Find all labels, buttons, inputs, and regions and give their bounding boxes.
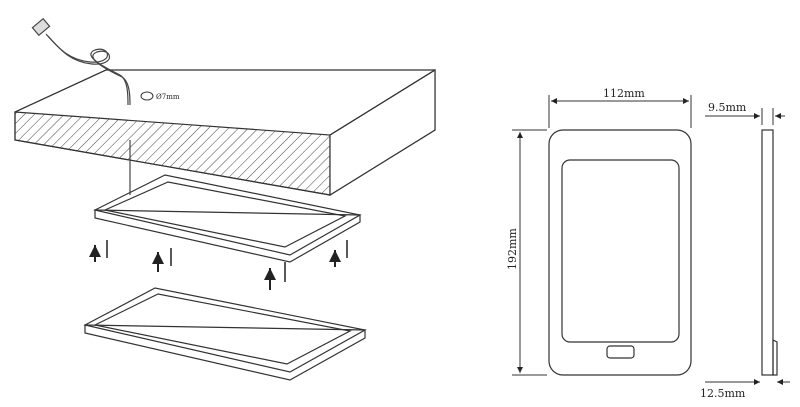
- cable-with-plug: [31, 17, 131, 195]
- cable-diameter-text: Ø7mm: [156, 93, 180, 101]
- light-panel: [83, 287, 367, 381]
- width-label: 112mm: [603, 87, 645, 100]
- side-view: [761, 129, 778, 376]
- front-view: [548, 129, 692, 376]
- dimension-lines: [512, 95, 790, 385]
- shelf-board: [14, 68, 436, 197]
- height-label: 192mm: [506, 228, 519, 270]
- screws-and-arrows: [89, 240, 348, 290]
- mounting-frame: [93, 174, 362, 263]
- thickness-top-label: 9.5mm: [708, 101, 747, 114]
- thickness-bottom-label: 12.5mm: [700, 387, 746, 400]
- cable-diameter-label: Ø7mm: [140, 91, 180, 101]
